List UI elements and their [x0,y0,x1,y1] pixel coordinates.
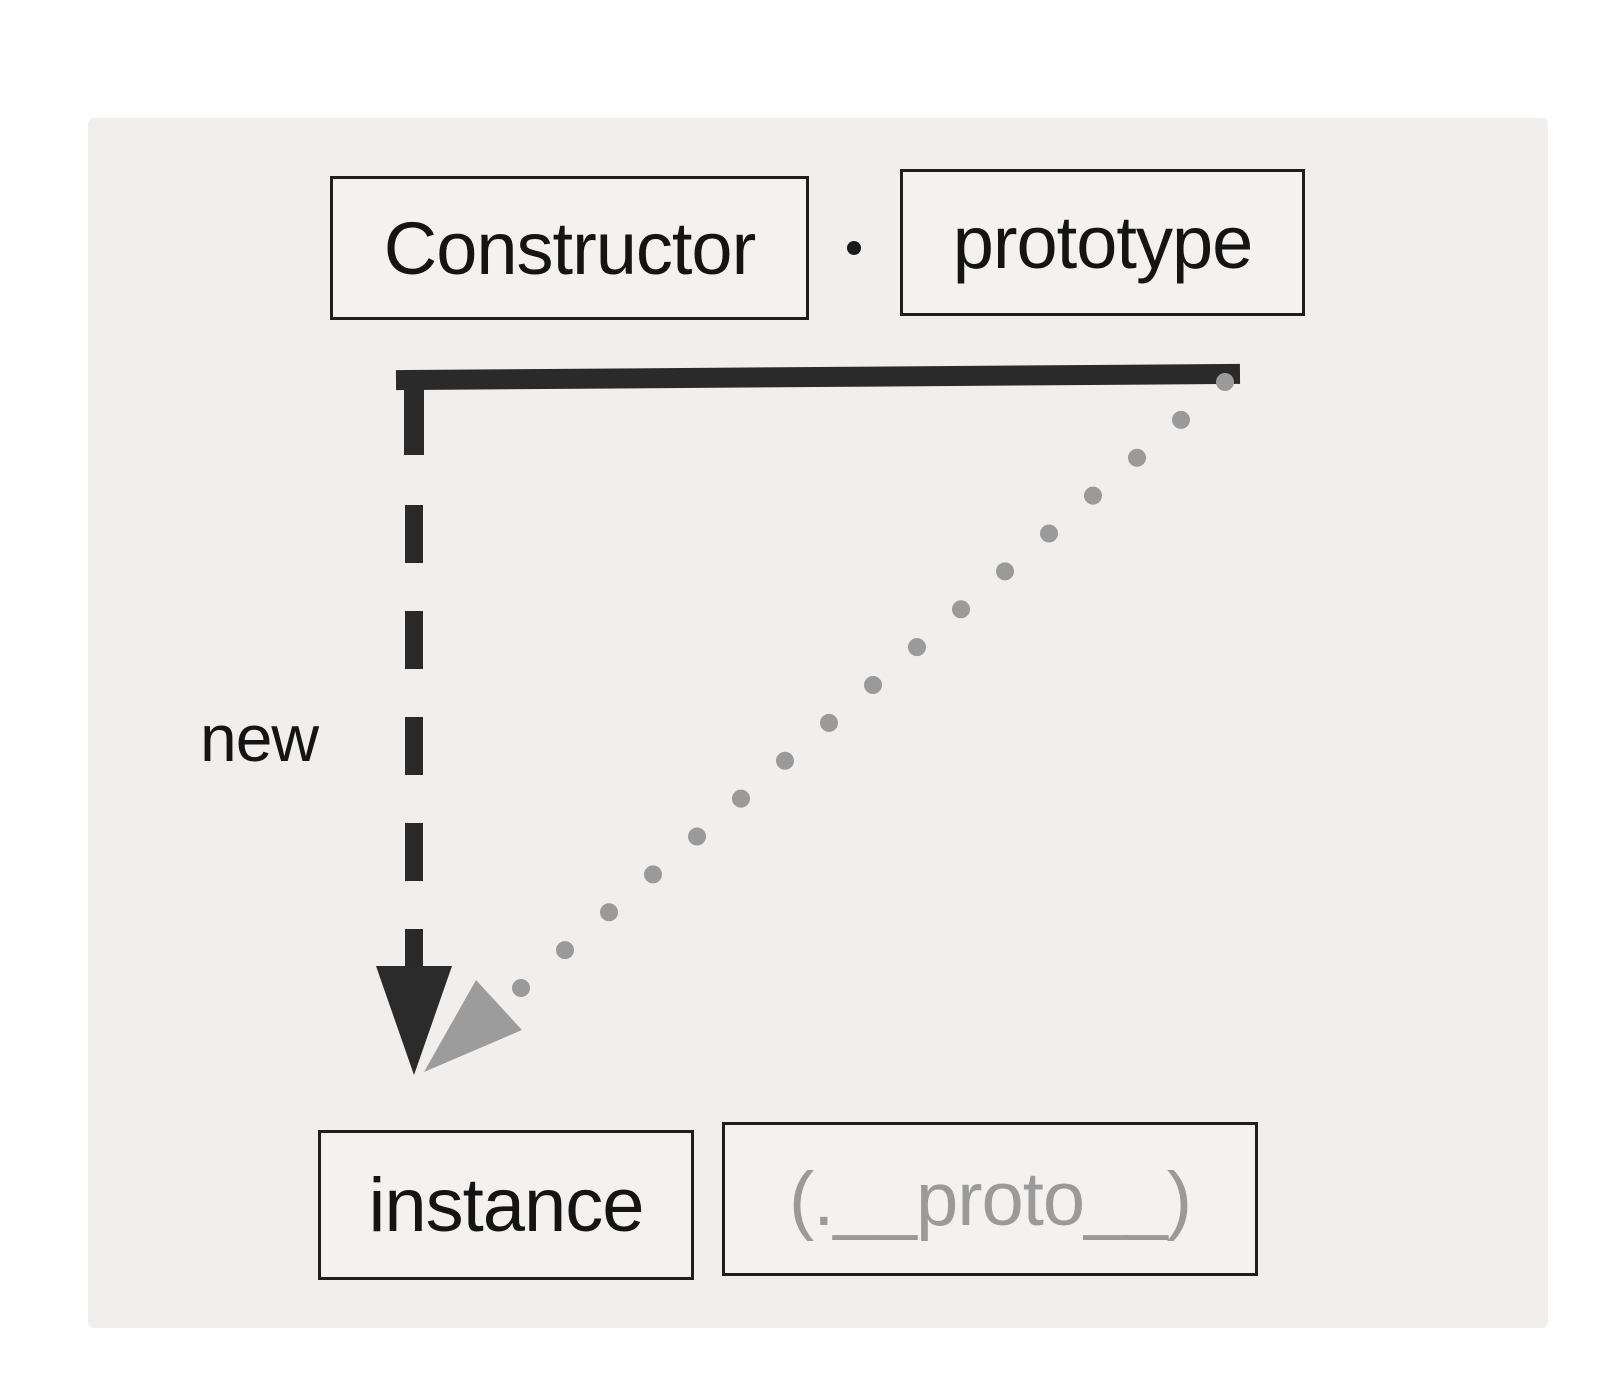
proto-dotted-line [512,373,1234,997]
instance-label: instance [368,1162,644,1248]
proto-dot [644,865,662,884]
proto-dot [688,827,706,846]
new-label: new [200,701,319,775]
proto-dot [1216,373,1234,391]
constructor-box: Constructor [330,176,809,320]
prototype-box: prototype [900,169,1305,316]
proto-dot [776,751,794,770]
proto-dot [820,713,838,732]
proto-dot [732,789,750,808]
proto-dot [908,638,926,657]
proto-dot [512,979,530,997]
proto-dot [1172,410,1190,429]
proto-dot [1128,448,1146,467]
proto-arrow-icon [424,980,522,1072]
proto-box: (.__proto__) [722,1122,1258,1276]
proto-dot [952,600,970,619]
proto-dot [864,676,882,694]
instance-box: instance [318,1130,694,1280]
proto-label: (.__proto__) [788,1156,1192,1242]
proto-dot [556,941,574,960]
proto-dot [600,903,618,922]
prototype-bracket-line [395,363,1241,391]
proto-dot [996,562,1014,581]
new-arrow-icon [376,966,452,1075]
proto-dot [1084,486,1102,505]
constructor-label: Constructor [383,206,756,290]
dot-icon [847,241,861,255]
prototype-label: prototype [952,201,1254,284]
proto-dot [1040,524,1058,543]
